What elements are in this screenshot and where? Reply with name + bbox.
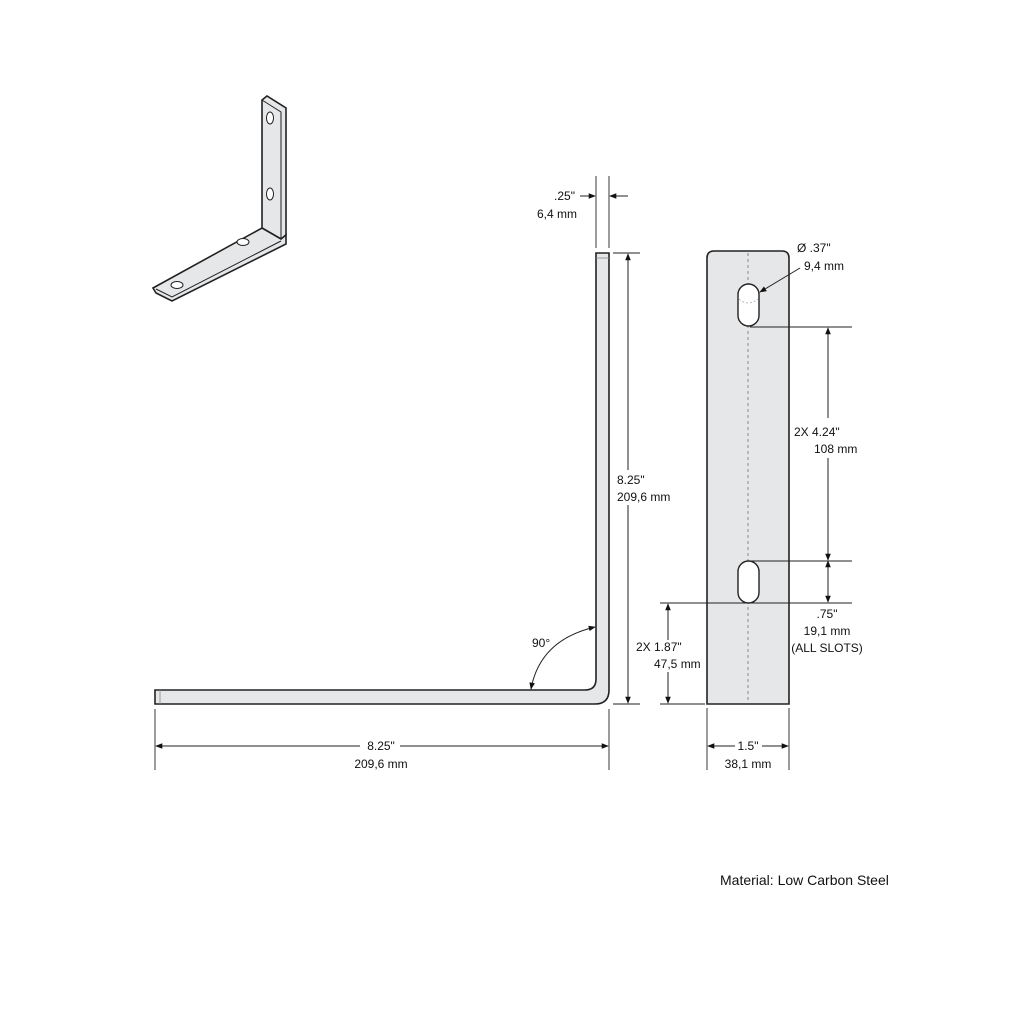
flange-width-dimension: 1.5" 38,1 mm [706,708,790,771]
slot-spacing-mm-label: 108 mm [814,442,857,456]
iso-slot-2 [266,187,274,201]
slot-spacing-inch-label: 2X 4.24" [794,425,840,439]
edge-offset-dimension: 2X 1.87" 47,5 mm [636,603,705,705]
iso-slot-1 [266,111,274,125]
slot-diameter-dimension: Ø .37" 9,4 mm [759,241,844,293]
slot-spacing-dimension: 2X 4.24" 108 mm [750,326,857,562]
slot-diameter-inch-label: Ø .37" [797,241,831,255]
iso-slot-3 [236,238,250,246]
angle-dimension: 90° [529,625,596,690]
width-dimension: 8.25" 209,6 mm [154,709,610,771]
height-dimension: 8.25" 209,6 mm [613,252,670,705]
width-inch-label: 8.25" [367,739,395,753]
slot-upper [737,283,760,327]
height-mm-label: 209,6 mm [617,490,670,504]
material-note: Material: Low Carbon Steel [720,872,889,888]
slot-length-dimension: .75" 19,1 mm (ALL SLOTS) [660,560,863,655]
slot-length-note: (ALL SLOTS) [791,641,863,655]
edge-offset-inch-label: 2X 1.87" [636,640,682,654]
angle-label: 90° [532,636,550,650]
flange-width-mm-label: 38,1 mm [725,757,772,771]
flange-width-inch-label: 1.5" [738,739,759,753]
height-inch-label: 8.25" [617,473,645,487]
iso-slot-4 [170,281,184,289]
width-mm-label: 209,6 mm [354,757,407,771]
thickness-dimension: .25" 6,4 mm [537,176,628,248]
edge-offset-mm-label: 47,5 mm [654,657,701,671]
thickness-inch-label: .25" [554,189,575,203]
side-view-flange [706,250,790,705]
isometric-bracket [151,95,287,302]
thickness-mm-label: 6,4 mm [537,207,577,221]
slot-length-inch-label: .75" [817,607,838,621]
slot-length-mm-label: 19,1 mm [804,624,851,638]
slot-diameter-mm-label: 9,4 mm [804,259,844,273]
slot-lower [737,560,760,604]
